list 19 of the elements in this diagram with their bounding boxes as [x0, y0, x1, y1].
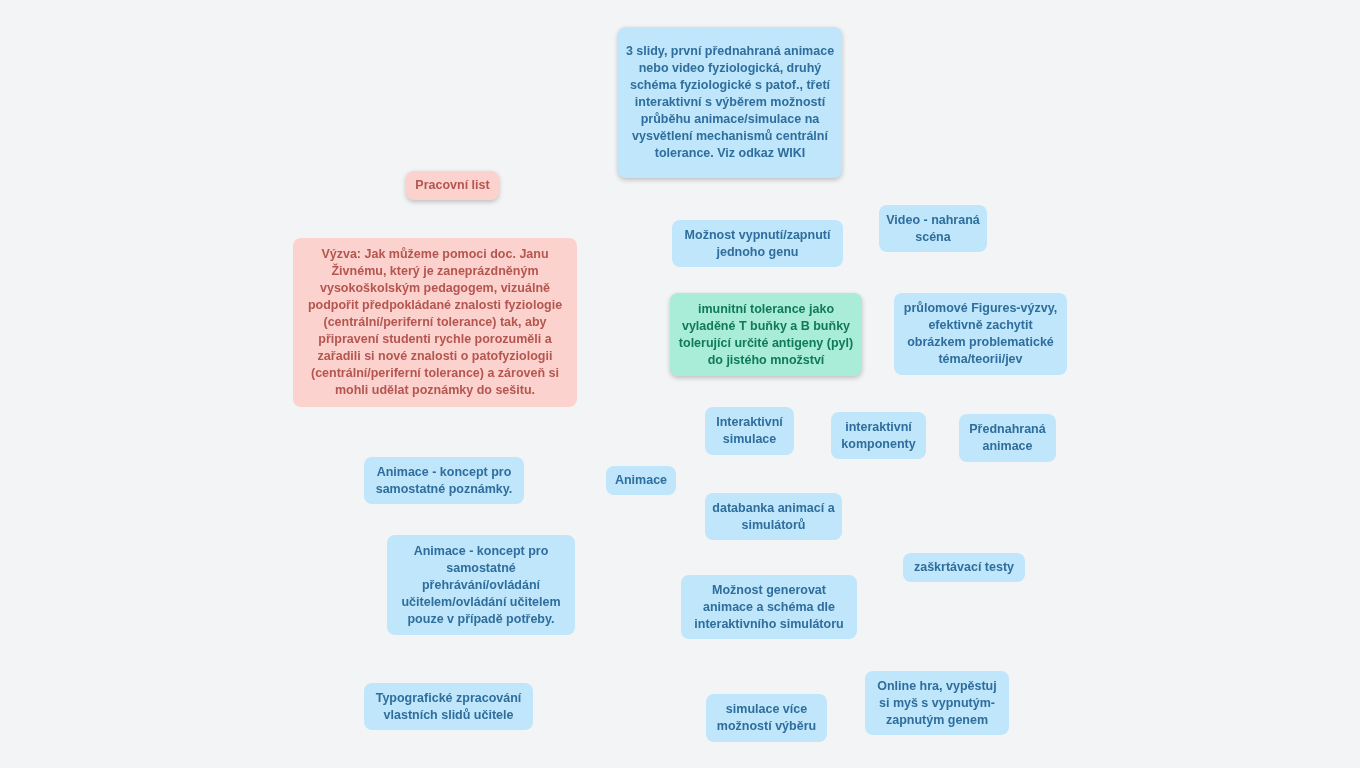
idea-note: interaktivní komponenty: [831, 412, 926, 459]
idea-note: Přednahraná animace: [959, 414, 1056, 462]
idea-note: Typografické zpracování vlastních slidů učitele: [364, 683, 533, 730]
idea-note: Video - nahraná scéna: [879, 205, 987, 252]
idea-note: 3 slidy, první přednahraná animace nebo video fyziologická, druhý schéma fyziologické s patof., třetí interaktivní s výběrem možností průběhu animace/simulace na vysvětlení mechanismů centrální tolerance. Viz odkaz WIKI: [618, 27, 842, 178]
idea-note: Interaktivní simulace: [705, 407, 794, 455]
idea-note: zaškrtávací testy: [903, 553, 1025, 582]
idea-note: Animace - koncept pro samostatné přehrávání/ovládání učitelem/ovládání učitelem pouze v případě potřeby.: [387, 535, 575, 635]
idea-note: Online hra, vypěstuj si myš s vypnutým-zapnutým genem: [865, 671, 1009, 735]
idea-note: Možnost vypnutí/zapnutí jednoho genu: [672, 220, 843, 267]
idea-note: průlomové Figures-výzvy, efektivně zachytit obrázkem problematické téma/teorii/jev: [894, 293, 1067, 375]
idea-note: Možnost generovat animace a schéma dle interaktivního simulátoru: [681, 575, 857, 639]
idea-note: simulace více možností výběru: [706, 694, 827, 742]
idea-note: databanka animací a simulátorů: [705, 493, 842, 540]
central-topic-box: imunitní tolerance jako vyladěné T buňky a B buňky tolerující určité antigeny (pyl) do jistého množství: [670, 293, 862, 376]
idea-note: Animace: [606, 466, 676, 495]
idea-note: Animace - koncept pro samostatné poznámky.: [364, 457, 524, 504]
challenge-note: Výzva: Jak můžeme pomoci doc. Janu Živnému, který je zaneprázdněným vysokoškolským pedagogem, vizuálně podpořit předpokládané znalosti fyziologie (centrální/periferní tolerance) tak, aby připravení studenti rychle porozuměli a zařadili si nové znalosti o patofyziologii (centrální/periferní tolerance) a zároveň si mohli udělat poznámky do sešitu.: [293, 238, 577, 407]
challenge-note: Pracovní list: [406, 171, 499, 200]
